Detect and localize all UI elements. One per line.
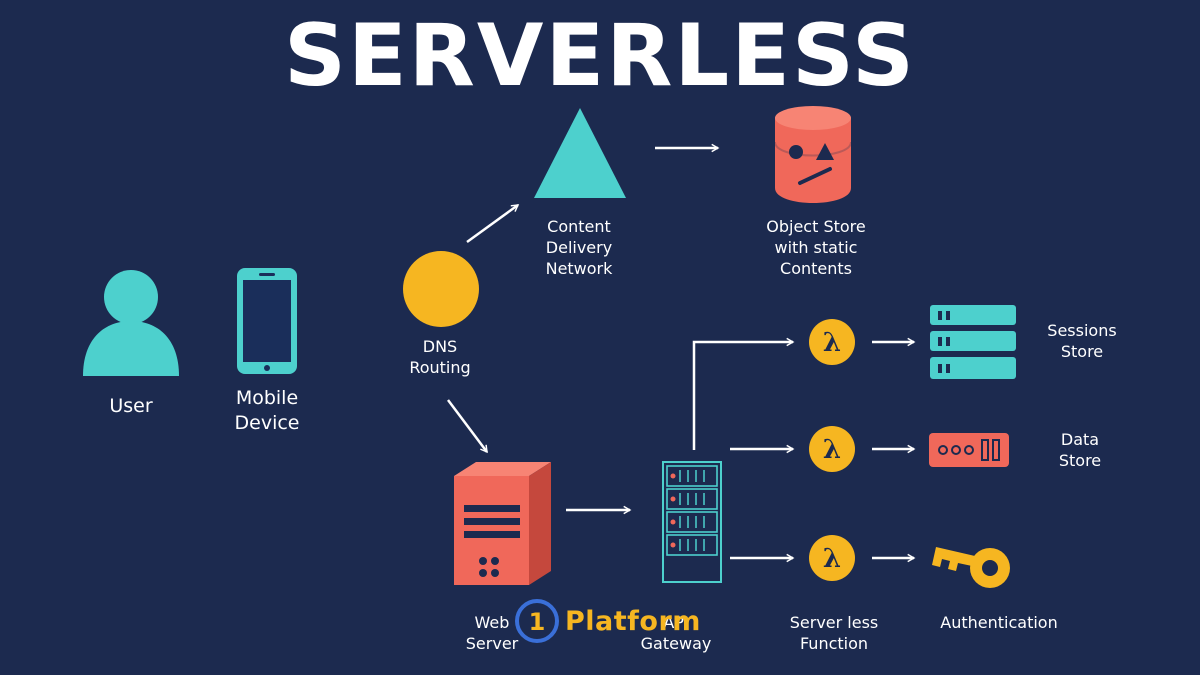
server-rack-icon [662,461,722,583]
watermark-logo: 1 Platform [515,598,701,644]
platform-logo-icon: 1 [515,599,559,643]
person-icon [83,270,179,376]
database-icon [774,106,852,203]
label-serverless-function: Server less Function [789,613,879,653]
key-icon [932,547,1010,588]
lambda-glyph: λ [823,544,841,574]
web-server-icon [454,462,551,585]
label-authentication: Authentication [940,613,1058,632]
mobile-phone-icon [237,268,297,374]
cdn-triangle-icon [534,108,626,198]
dns-circle-icon [403,251,479,327]
label-user: User [109,395,153,417]
platform-logo-digit: 1 [529,608,546,636]
storage-device-icon [929,433,1009,467]
label-web-server: Web Server [465,613,519,653]
lambda-icon: λ [809,535,855,581]
label-data-store: Data Store [1058,430,1102,470]
label-dns-routing: DNS Routing [409,337,471,377]
label-api-gateway: API Gateway [640,613,712,653]
page-title: SERVERLESS [284,6,916,106]
stacked-server-icon [930,305,1016,379]
lambda-icon: λ [809,426,855,472]
lambda-icon: λ [809,319,855,365]
label-object-store: Object Store with static Contents [766,217,866,278]
label-mobile-device: Mobile Device [234,387,300,434]
label-cdn: Content Delivery Network [545,217,613,278]
lambda-glyph: λ [823,328,841,358]
watermark-text: Platform [565,605,701,637]
connector-arrows [447,143,916,563]
lambda-glyph: λ [823,435,841,465]
label-sessions-store: Sessions Store [1047,321,1117,361]
